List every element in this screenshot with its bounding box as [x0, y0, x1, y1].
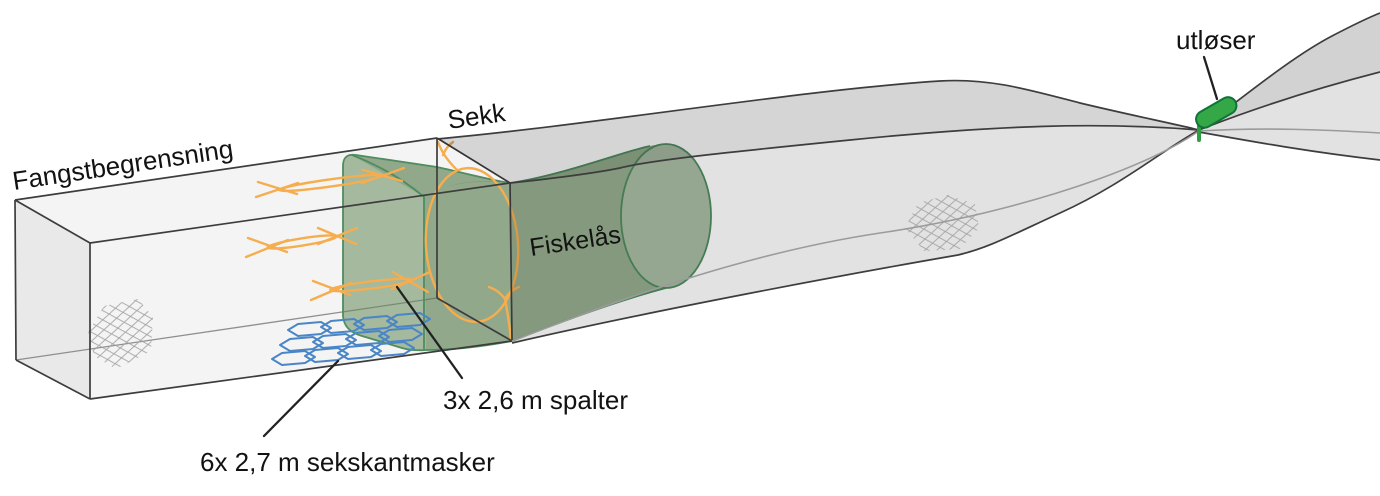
hoop-top-rope [436, 140, 459, 172]
slit-1 [254, 166, 406, 199]
box-mesh-patch [88, 299, 153, 369]
slit-2 [244, 226, 359, 259]
slits-leader-line [395, 285, 464, 380]
label-hex-meshes: 6x 2,7 m sekskantmasker [200, 447, 495, 477]
label-release: utløser [1176, 25, 1256, 55]
tube-bottom-edge [511, 129, 1200, 344]
fish-lock-end-ellipse [621, 144, 711, 288]
tube-top-band [437, 80, 1199, 183]
tube-top-edge [436, 79, 1200, 140]
label-slits: 3x 2,6 m spalter [443, 385, 628, 415]
flare-mid-edge [1198, 71, 1380, 131]
tube-gray-seam [511, 130, 1200, 342]
flare-gray-seam [1198, 128, 1380, 134]
tube-body [437, 80, 1199, 344]
release-pill [1195, 96, 1238, 129]
release-device [1195, 96, 1238, 142]
tube-back-seam [509, 124, 1200, 184]
box-left-end-face [15, 200, 90, 399]
release-leader-line [1202, 55, 1219, 101]
codend-tube [436, 12, 1380, 344]
label-codend: Sekk [446, 97, 508, 135]
slit-3 [309, 270, 432, 302]
hexmesh-leader-line [262, 359, 340, 438]
fish-lock-body-shade [424, 144, 711, 350]
fish-lock-top-shade [352, 155, 510, 197]
flare-bottom-edge [1198, 131, 1380, 161]
flare-lower [1199, 72, 1380, 160]
flare-upper [1199, 13, 1380, 130]
escape-slits [244, 166, 432, 302]
